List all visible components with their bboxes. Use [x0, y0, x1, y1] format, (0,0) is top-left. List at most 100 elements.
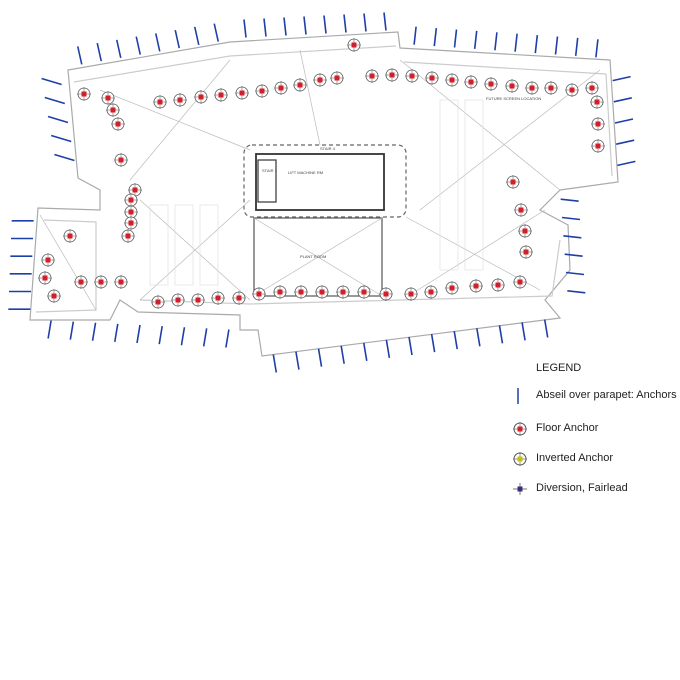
abseil-line — [213, 23, 220, 42]
abseil-line — [595, 39, 599, 58]
floor-anchor-icon — [445, 73, 459, 87]
abseil-line — [340, 345, 345, 364]
abseil-line — [554, 36, 559, 55]
floor-anchor-icon — [591, 139, 605, 153]
abseil-line — [613, 97, 632, 103]
abseil-line — [295, 351, 300, 370]
abseil-line — [617, 160, 636, 167]
abseil-line — [115, 39, 122, 59]
abseil-line — [408, 336, 413, 356]
legend-label: Inverted Anchor — [536, 452, 614, 464]
abseil-line — [453, 29, 458, 48]
floor-anchors — [38, 38, 605, 309]
floor-anchor-icon — [565, 83, 579, 97]
floor-anchor-icon — [491, 278, 505, 292]
abseil-line — [543, 319, 549, 338]
floor-anchor-icon — [525, 81, 539, 95]
floor-anchor-icon — [513, 275, 527, 289]
abseil-line — [561, 216, 581, 221]
abseil-line — [614, 118, 634, 124]
floor-anchor-icon — [114, 275, 128, 289]
core-dashed-boundary — [243, 144, 407, 218]
abseil-line — [41, 77, 62, 86]
abseil-line — [303, 16, 307, 35]
stair-1 — [257, 159, 277, 203]
floor-anchor-icon — [385, 68, 399, 82]
abseil-line — [534, 35, 539, 54]
floor-anchor-icon — [41, 253, 55, 267]
floor-anchor-icon — [484, 77, 498, 91]
abseil-line — [433, 28, 438, 47]
abseil-line — [413, 26, 417, 45]
floor-anchor-icon — [347, 38, 361, 52]
floor-anchor-icon — [293, 78, 307, 92]
abseil-line — [158, 325, 164, 345]
floor-anchor-icon — [171, 293, 185, 307]
floor-anchor-icon — [445, 281, 459, 295]
abseil-line — [574, 37, 579, 56]
floor-anchor-icon — [424, 285, 438, 299]
floor-anchor-icon — [74, 275, 88, 289]
floor-anchor-icon — [124, 216, 138, 230]
legend-label: Abseil over parapet: Anchors — [536, 389, 677, 401]
abseil-line — [180, 327, 186, 346]
floor-anchor-icon — [404, 287, 418, 301]
floor-anchor-icon — [519, 245, 533, 259]
abseil-line — [69, 321, 75, 340]
blue-line-icon — [517, 388, 519, 404]
floor-anchor-icon — [544, 81, 558, 95]
abseil-line — [47, 320, 52, 339]
floor-anchor-icon — [585, 81, 599, 95]
floor-anchor-icon — [379, 287, 393, 301]
floor-anchor-icon — [315, 285, 329, 299]
abseil-line — [560, 198, 579, 202]
floor-anchor-icon — [518, 224, 532, 238]
inverted-anchor-icon — [513, 452, 527, 466]
floor-anchor-icon — [506, 175, 520, 189]
abseil-line — [47, 115, 69, 124]
abseil-line — [50, 134, 72, 143]
floor-anchor-icon — [274, 81, 288, 95]
abseil-line — [362, 342, 368, 361]
building-outlines — [29, 31, 619, 357]
abseil-line — [202, 328, 208, 347]
floor-anchor-icon — [173, 93, 187, 107]
floor-anchor-icon — [77, 87, 91, 101]
abseil-line — [243, 19, 247, 38]
abseil-line — [113, 323, 119, 343]
abseil-line — [363, 13, 367, 32]
abseil-line — [272, 354, 278, 373]
abseil-line — [96, 42, 103, 62]
abseil-line — [494, 32, 498, 51]
abseil-anchor-lines — [8, 12, 636, 373]
future-screen-label: FUTURE SCREEN LOCATION — [486, 96, 541, 101]
floor-anchor-icon — [365, 69, 379, 83]
abseil-line — [453, 331, 459, 350]
floor-anchor-icon — [336, 285, 350, 299]
floor-anchor-icon — [464, 75, 478, 89]
abseil-line — [473, 30, 478, 49]
floor-anchor-icon — [505, 79, 519, 93]
floor-anchor-icon — [101, 91, 115, 105]
stair-1-label: STAIR 1 — [262, 168, 278, 173]
floor-anchor-icon — [128, 183, 142, 197]
abseil-line — [521, 322, 526, 341]
abseil-line — [383, 12, 387, 31]
abseil-line — [135, 36, 142, 55]
abseil-line — [612, 75, 631, 82]
abseil-line — [263, 18, 267, 37]
floor-anchor-icon — [425, 71, 439, 85]
floor-anchor-icon — [153, 95, 167, 109]
abseil-line — [174, 29, 181, 49]
floor-anchor-icon — [591, 117, 605, 131]
floor-anchor-icon — [94, 275, 108, 289]
abseil-line — [154, 33, 161, 52]
floor-anchor-icon — [294, 285, 308, 299]
abseil-line — [54, 153, 75, 162]
abseil-line — [498, 325, 504, 344]
north-west-wing — [29, 31, 619, 357]
floor-anchor-icon — [273, 285, 287, 299]
abseil-line — [616, 139, 635, 145]
legend-title: LEGEND — [536, 362, 582, 374]
